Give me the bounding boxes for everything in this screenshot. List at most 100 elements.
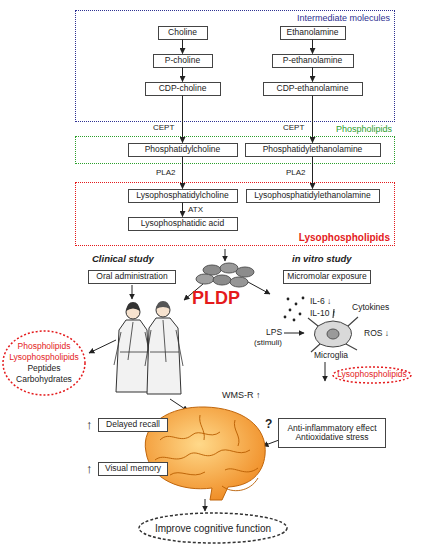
flow-arrow	[205, 499, 206, 511]
node-text: CDP-choline	[159, 84, 207, 93]
cytokine-label: IL-6 ↓	[310, 297, 331, 306]
cytokine-dot	[284, 316, 287, 319]
component-ellipse: PhospholipidsLysophospholipidsPeptidesCa…	[2, 330, 86, 396]
pathway-arrow	[312, 68, 313, 82]
cytokine-dot	[299, 313, 302, 316]
node-text: P-choline	[165, 56, 200, 65]
group-heading: Intermediate molecules	[297, 13, 390, 23]
pill-illustration	[213, 275, 231, 285]
enzyme-label: CEPT	[153, 124, 174, 132]
molecule-box: Ethanolamine	[280, 26, 346, 40]
molecule-box: CDP-choline	[145, 82, 221, 96]
pill-illustration	[236, 267, 254, 277]
person-illustration	[116, 320, 150, 392]
result-box: Anti-inflammatory effectAntioxidative st…	[278, 418, 386, 448]
pathway-arrow	[182, 40, 183, 54]
node-text: Micromolar exposure	[287, 272, 366, 281]
test-label: WMS-R ↑	[222, 391, 261, 400]
enzyme-label: CEPT	[283, 124, 304, 132]
microglia-process	[308, 309, 358, 352]
robe-fold	[145, 320, 183, 366]
outcome-ellipse: Improve cognitive function	[138, 512, 288, 544]
result-box: Visual memory	[98, 462, 168, 476]
result-box: Delayed recall	[98, 418, 168, 432]
cytokine-dot	[295, 303, 298, 306]
molecule-box: P-choline	[153, 54, 213, 68]
node-text: Oral administration	[96, 272, 167, 281]
node-text: Lysophosphatidic acid	[141, 219, 224, 228]
flow-arrow	[248, 282, 270, 294]
molecule-box: Choline	[158, 26, 208, 40]
cytokine-dot	[287, 298, 290, 301]
molecule-box: Lysophosphatidic acid	[128, 217, 238, 231]
increase-mark: ↑	[86, 462, 93, 475]
node-text: Anti-inflammatory effect	[287, 424, 376, 433]
node-text: Lysophosphatidylethanolamine	[254, 191, 370, 200]
pathway-arrow	[182, 96, 183, 143]
person-hair	[126, 302, 140, 311]
molecule-box: Lysophosphatidylcholine	[128, 189, 238, 203]
pill-illustration	[220, 263, 238, 273]
pill-illustration	[203, 265, 221, 275]
flow-arrow	[284, 333, 304, 334]
process-box: Micromolar exposure	[283, 270, 371, 284]
pathway-arrow	[182, 68, 183, 82]
node-text: Phosphatidylcholine	[145, 145, 221, 154]
product-name: PLDP	[192, 289, 240, 307]
molecule-box: CDP-ethanolamine	[263, 82, 363, 96]
flow-arrow	[132, 285, 133, 299]
node-text: Delayed recall	[106, 420, 160, 429]
question-mark: ?	[265, 418, 272, 430]
ellipse-outline	[333, 367, 411, 383]
cytokine-dot	[293, 319, 296, 322]
group-frame: LysophospholipidsLysophosphatidylcholine…	[75, 182, 395, 246]
node-text: Peptides	[27, 363, 60, 374]
process-box: Oral administration	[88, 270, 176, 284]
molecule-box: P-ethanolamine	[272, 54, 354, 68]
cell-label: Microglia	[314, 351, 348, 360]
section-label: Clinical study	[92, 254, 154, 264]
cytokine-dot	[289, 309, 292, 312]
cytokine-label: IL-10 ↑	[310, 309, 336, 318]
flow-arrow	[89, 340, 116, 353]
increase-mark: ↑	[86, 418, 93, 431]
group-heading: Phospholipids	[336, 124, 392, 134]
node-text: Lysophospholipids	[9, 352, 79, 363]
ros-label: ROS ↓	[364, 329, 389, 338]
cytokine-label: Cytokines	[352, 303, 389, 312]
node-text: Lysophospholipids	[337, 369, 407, 380]
molecule-box: Phosphatidylethanolamine	[245, 143, 381, 157]
group-frame: Intermediate moleculesCholine Ethanolamin…	[75, 10, 395, 122]
node-text: CDP-ethanolamine	[277, 84, 349, 93]
node-text: P-ethanolamine	[283, 56, 343, 65]
flow-arrow	[225, 249, 226, 261]
node-text: Carbohydrates	[16, 374, 72, 385]
brain-gyri	[155, 415, 258, 491]
stimulus-label: (stimuli)	[254, 339, 282, 347]
node-text: Choline	[168, 28, 197, 37]
enzyme-label: PLA2	[286, 169, 306, 177]
pill-illustration	[230, 277, 248, 287]
pathway-arrow	[182, 157, 183, 189]
ellipse-outline	[139, 513, 287, 543]
section-label: in vitro study	[292, 254, 352, 264]
node-text: Phospholipids	[18, 341, 71, 352]
node-text: Visual memory	[105, 464, 161, 473]
node-text: Improve cognitive function	[155, 522, 271, 535]
group-frame: PhospholipidsPhosphatidylcholinePhosphat…	[75, 136, 395, 164]
pathway-arrow	[182, 203, 183, 217]
enzyme-label: PLA2	[156, 169, 176, 177]
node-text: Antioxidative stress	[295, 433, 368, 442]
pill-illustration	[196, 274, 214, 284]
flow-arrow	[325, 362, 326, 381]
node-text: Lysophosphatidylcholine	[136, 191, 228, 200]
pathway-arrow	[312, 40, 313, 54]
pathway-arrow	[312, 157, 313, 189]
molecule-box: Lysophosphatidylethanolamine	[246, 189, 380, 203]
microglia-cell	[314, 321, 351, 347]
microglia-nucleus	[327, 329, 339, 339]
cytokine-dot	[302, 297, 305, 300]
